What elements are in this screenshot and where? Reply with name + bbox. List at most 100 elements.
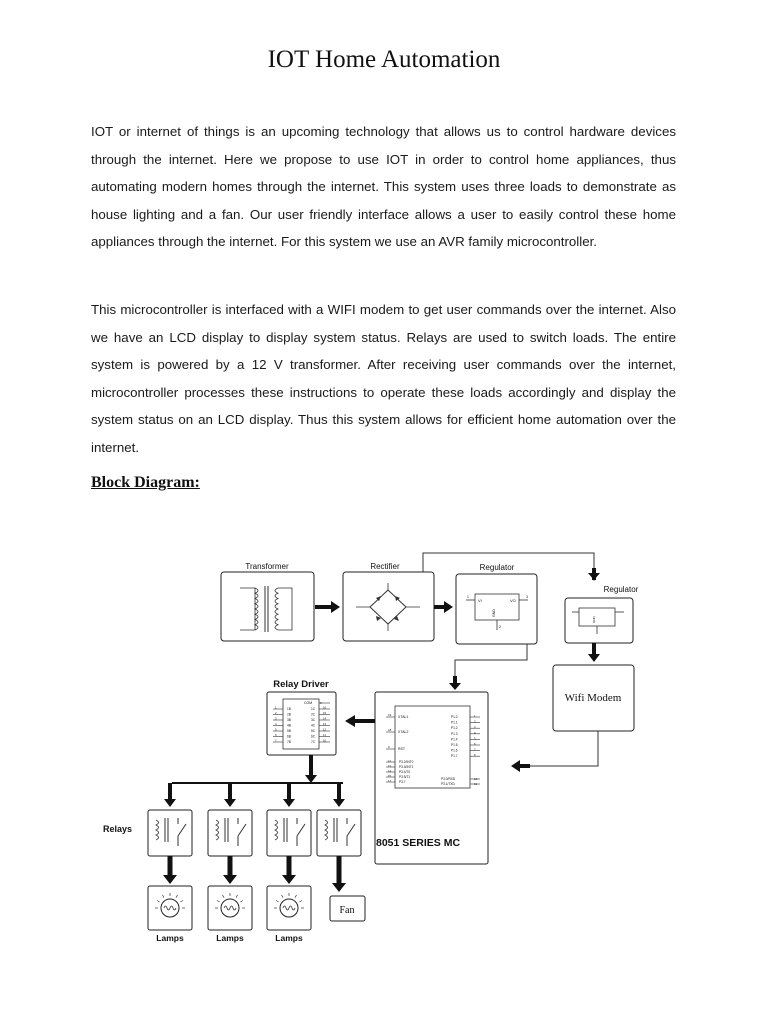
arrow-head-regulator-mcu xyxy=(449,683,461,690)
wifi-modem-block: Wifi Modem xyxy=(552,664,635,732)
pin-1-label: 1 xyxy=(467,595,469,599)
uln-in-label: 7B xyxy=(287,740,291,744)
wire-wifi-mcu xyxy=(530,731,599,767)
arrow-head-mcu-relay-driver xyxy=(345,715,355,727)
lamp-label: Lamps xyxy=(156,933,184,943)
uln-chip-icon: COM 9 1B1C1162B2C2153B3C3144B4C4135B5C51… xyxy=(273,698,330,750)
power-arrows xyxy=(172,552,600,784)
rectifier-label: Rectifier xyxy=(370,562,400,571)
rst-pin-num: 9 xyxy=(388,745,390,749)
arrow-head-wifi-mcu xyxy=(511,760,520,772)
uln-in-num: 5 xyxy=(275,728,277,732)
p3-pin-label: P3.7 xyxy=(399,780,406,784)
arrow-head-relay-driver-bus xyxy=(305,775,317,783)
uln-out-label: 3C xyxy=(311,718,316,722)
relay-4 xyxy=(316,783,362,892)
wifi-modem-label: Wifi Modem xyxy=(565,692,622,704)
p1-pin-label: P1.1 xyxy=(451,721,458,725)
uln-out-num: 13 xyxy=(323,722,327,726)
arrow-head-regulator-wifi xyxy=(588,654,600,662)
arrow-head-rectifier-regulator xyxy=(444,601,453,613)
uln-in-num: 6 xyxy=(275,733,277,737)
relay-box xyxy=(266,809,312,857)
p1-pin-num: 4 xyxy=(474,731,476,735)
p1-pin-label: P1.0 xyxy=(451,715,458,719)
p1-pin-label: P1.3 xyxy=(451,732,458,736)
relay-2 xyxy=(207,783,253,884)
arrow-head-relay-load xyxy=(223,875,237,884)
block-diagram-heading: Block Diagram: xyxy=(91,474,200,491)
uln-in-num: 1 xyxy=(275,706,277,710)
arrow-head-bus-relay xyxy=(283,799,295,807)
regulator-2-label: Regulator xyxy=(604,585,639,594)
arrow-head-regulator-2 xyxy=(588,573,600,580)
block-diagram: Transformer Rectifier Regulator xyxy=(103,552,639,943)
transformer-block: Transformer xyxy=(220,562,315,642)
vi-pin-label: VI xyxy=(478,598,482,603)
xtal2-pin-num: 18 xyxy=(388,728,392,732)
relay-1 xyxy=(147,783,193,884)
transformer-coil-icon xyxy=(240,586,293,632)
regulator-1-ic-icon: VI VO GND 1 3 2 xyxy=(466,593,528,630)
pin-3-label: 3 xyxy=(526,595,528,599)
p1-pin-label: P1.6 xyxy=(451,749,458,753)
uln-in-label: 5B xyxy=(287,729,291,733)
relay-driver-label: Relay Driver xyxy=(273,679,329,690)
wire-regulator-mcu xyxy=(454,644,528,680)
p1-pin-label: P1.5 xyxy=(451,743,458,747)
regulator-1-label: Regulator xyxy=(480,563,515,572)
relay-switch-icon xyxy=(324,818,356,846)
lamp-label: Lamps xyxy=(275,933,303,943)
relay-box xyxy=(316,809,362,857)
xtal1-pin-num: 19 xyxy=(388,713,392,717)
p1-pin-label: P1.2 xyxy=(451,726,458,730)
p3-pin-label: P3.4/T0 xyxy=(399,770,410,774)
regulator-2-ic-icon: GND xyxy=(572,607,624,634)
p1-pin-num: 3 xyxy=(474,725,476,729)
gnd-pin-label-2: GND xyxy=(592,616,596,624)
p1-pin-label: P1.7 xyxy=(451,754,458,758)
uln-out-num: 15 xyxy=(323,711,327,715)
relay-box xyxy=(147,809,193,857)
xtal2-pin-label: XTAL2 xyxy=(398,730,408,734)
page-title: IOT Home Automation xyxy=(267,46,501,73)
p3-pin-label: P3.3/INT1 xyxy=(399,765,414,769)
uln-out-label: 4C xyxy=(311,724,316,728)
p3-pin-num: 13 xyxy=(388,764,392,768)
gnd-pin-label: GND xyxy=(492,609,496,617)
p1-pin-num: 6 xyxy=(474,742,476,746)
regulator-2-block: Regulator GND xyxy=(564,585,639,644)
uln-in-label: 6B xyxy=(287,735,291,739)
p1-pin-num: 8 xyxy=(474,753,476,757)
arrow-head-bus-relay xyxy=(333,799,345,807)
uln-in-num: 7 xyxy=(275,739,277,743)
lamp-icon xyxy=(155,893,185,918)
p1-pin-num: 2 xyxy=(474,720,476,724)
fan-label: Fan xyxy=(340,905,355,916)
lamp-icon xyxy=(215,893,245,918)
relay-switch-icon xyxy=(274,818,306,846)
arrow-head-relay-load xyxy=(163,875,177,884)
arrow-head-bus-relay xyxy=(224,799,236,807)
lamp-label: Lamps xyxy=(216,933,244,943)
relay-switch-icon xyxy=(155,818,187,846)
uln-in-label: 2B xyxy=(287,713,291,717)
rst-pin-label: RST xyxy=(398,747,406,751)
vo-pin-label: VO xyxy=(510,598,516,603)
uln-in-num: 2 xyxy=(275,711,277,715)
p1-pin-num: 7 xyxy=(474,748,476,752)
lamp-3: Lamps xyxy=(266,885,312,943)
lamp-icon xyxy=(274,893,304,918)
uln-in-label: 1B xyxy=(287,707,291,711)
arrow-head-bus-relay xyxy=(164,799,176,807)
uln-in-label: 3B xyxy=(287,718,291,722)
transformer-label: Transformer xyxy=(245,562,289,571)
arrow-head-transformer-rectifier xyxy=(331,601,340,613)
fan-block: Fan xyxy=(329,895,366,922)
relay-3 xyxy=(266,783,312,884)
uln-out-num: 11 xyxy=(323,733,326,737)
uln-in-num: 4 xyxy=(275,722,277,726)
mcu-label: 8051 SERIES MC xyxy=(376,837,460,849)
arrow-head-relay-load xyxy=(332,883,346,892)
bridge-rectifier-icon xyxy=(356,583,420,631)
